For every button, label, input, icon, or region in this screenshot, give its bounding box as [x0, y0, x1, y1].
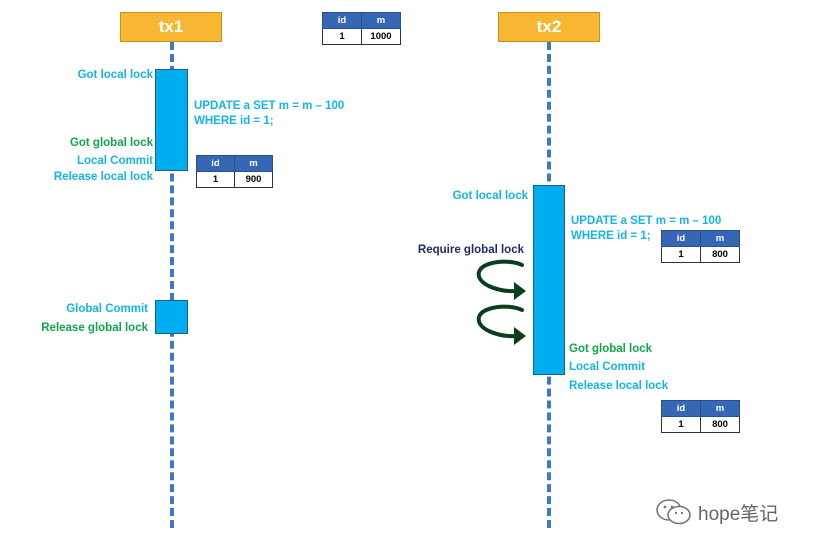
tx2-sql-line2: WHERE id = 1;	[571, 230, 651, 242]
retry-arrow-icon	[476, 304, 526, 345]
table-header-id: id	[661, 400, 701, 417]
tx2-require-global-lock-label: Require global lock	[417, 244, 524, 256]
table-header-m: m	[361, 12, 401, 29]
tx1-got-local-lock-label: Got local lock	[77, 69, 153, 81]
table-header-m: m	[234, 155, 273, 172]
watermark-text: hope笔记	[698, 503, 779, 525]
table-cell-m: 1000	[361, 28, 401, 45]
tx1-global-commit-block	[155, 300, 188, 334]
tx2-sql-line1: UPDATE a SET m = m – 100	[571, 215, 722, 227]
table-cell-m: 900	[234, 171, 273, 188]
tx1-sql-line1: UPDATE a SET m = m – 100	[194, 100, 345, 112]
table-cell-id: 1	[322, 28, 362, 45]
table-header-id: id	[196, 155, 235, 172]
table-cell-id: 1	[196, 171, 235, 188]
tx1-header: tx1	[120, 12, 222, 42]
tx2-got-global-lock-label: Got global lock	[569, 343, 653, 355]
tx2-header: tx2	[498, 12, 600, 42]
table-cell-m: 800	[700, 416, 740, 433]
tx1-local-commit-label: Local Commit	[76, 155, 153, 167]
tx1-lifeline	[170, 42, 174, 528]
tx1-sql-line2: WHERE id = 1;	[194, 115, 274, 127]
table-header-id: id	[322, 12, 362, 29]
table-cell-m-highlighted: 800	[700, 246, 740, 263]
table-header-m: m	[700, 400, 740, 417]
table-header-id: id	[661, 230, 701, 247]
tx2-local-commit-label: Local Commit	[569, 361, 646, 373]
tx2-sql-statement: UPDATE a SET m = m – 100 WHERE id = 1;	[571, 214, 721, 244]
tx2-release-local-lock-label: Release local lock	[569, 380, 669, 392]
tx1-local-transaction-block	[155, 69, 188, 171]
tx2-got-local-lock-label: Got local lock	[452, 190, 528, 202]
table-header-m: m	[700, 230, 740, 247]
tx1-global-commit-label: Global Commit	[66, 303, 148, 315]
tx1-release-local-lock-label: Release local lock	[53, 171, 153, 183]
table-cell-id: 1	[661, 416, 701, 433]
wechat-icon	[656, 499, 691, 525]
table-cell-id: 1	[661, 246, 701, 263]
tx1-got-global-lock-label: Got global lock	[69, 137, 153, 149]
tx2-local-transaction-block	[533, 185, 565, 375]
tx1-release-global-lock-label: Release global lock	[41, 322, 148, 334]
tx1-sql-statement: UPDATE a SET m = m – 100 WHERE id = 1;	[194, 99, 344, 129]
retry-arrow-icon	[476, 259, 526, 300]
watermark: hope笔记	[654, 498, 778, 526]
